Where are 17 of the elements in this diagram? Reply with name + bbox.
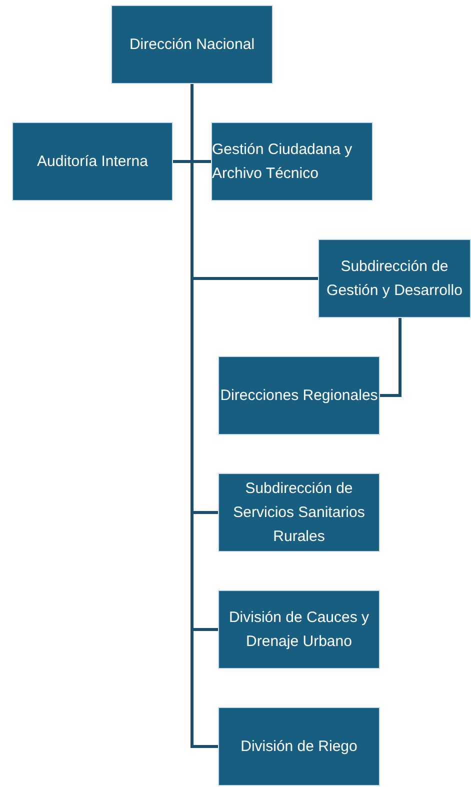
org-unit-box	[318, 239, 471, 318]
org-unit-box	[218, 707, 380, 786]
org-unit-box	[218, 473, 380, 552]
connector-line	[380, 318, 402, 397]
unit-name: Dirección Nacional	[129, 34, 255, 54]
unit-name: Direcciones Regionales	[220, 386, 378, 406]
unit-name: Gestión Ciudadana y Archivo Técnico	[212, 140, 354, 184]
org-unit-box	[211, 122, 373, 201]
unit-name: Subdirección de Gestión y Desarrollo	[326, 256, 464, 300]
org-unit-box	[218, 590, 380, 669]
unit-name: Auditoría Interna	[37, 152, 148, 172]
org-unit-box	[218, 356, 380, 435]
unit-name: Subdirección de Servicios Sanitarios Rurales	[232, 478, 366, 546]
unit-name: División de Cauces y Drenaje Urbano	[228, 608, 370, 652]
unit-name: División de Riego	[240, 736, 358, 756]
org-unit-box	[111, 5, 273, 84]
org-unit-box	[12, 122, 173, 201]
